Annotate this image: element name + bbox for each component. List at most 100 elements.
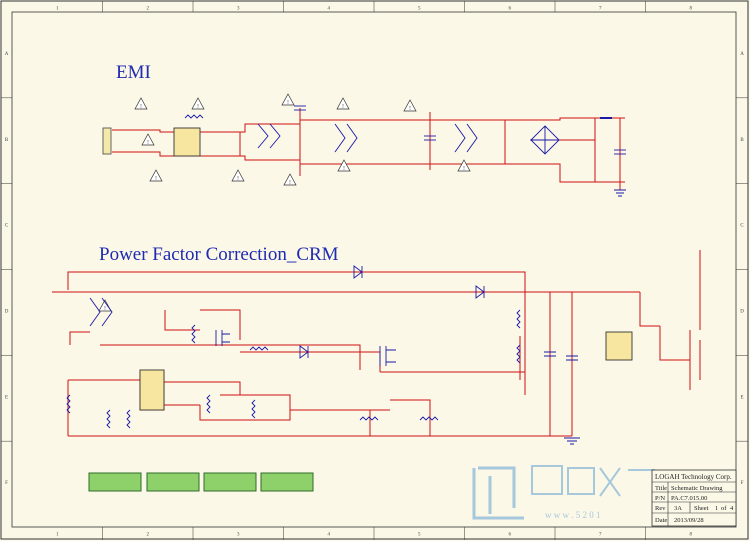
pfc-components [89,265,633,445]
border-row-mark: C [5,224,9,229]
warning-triangle-icon [149,169,163,182]
resistor-icon [359,416,379,421]
warning-triangle-icon [98,299,112,312]
resistor-icon [516,344,521,364]
mid-diode [299,345,309,359]
border-col-mark: 6 [509,7,512,12]
of-label: of [721,505,727,512]
border-row-mark: E [740,395,743,400]
warning-triangle-icon [141,133,155,146]
title-block: LOGAH Technology Corp. Title Schematic D… [651,469,737,527]
status-indicators [88,472,314,492]
resistor-icon [516,309,521,329]
border-row-mark: C [740,224,744,229]
bridge-rectifier [530,125,560,155]
border-row-mark: A [5,52,9,57]
watermark-logo-icon [472,466,524,520]
border-row-mark: F [741,481,744,486]
resistor-icon [206,394,211,414]
pfc-mosfet [379,346,396,366]
date-value: 2013/09/28 [674,517,704,524]
warning-mark: ! [409,106,411,112]
pn-value: PA.C7.015.00 [671,495,707,502]
indicator-block-4 [260,472,314,492]
warning-triangle-icon [337,159,351,172]
warning-triangle-icon [281,93,295,106]
warning-triangle-icon [231,169,245,182]
warning-mark: ! [289,180,291,186]
indicator-block-1 [88,472,142,492]
border-col-mark: 1 [56,7,59,12]
warning-mark: ! [342,104,344,110]
top-diode [353,265,363,279]
emi-section-title: EMI [116,62,151,83]
company-name: LOGAH Technology Corp. [655,473,732,481]
aux-ic [605,331,633,361]
border-row-mark: B [740,138,744,143]
warning-mark: ! [140,104,142,110]
border-col-mark: 7 [599,533,602,538]
resistor-icon [106,409,111,429]
warning-mark: ! [343,166,345,172]
of-value: 4 [730,505,734,512]
title-block-frame [651,469,737,527]
border-row-mark: E [5,395,8,400]
warning-triangle-icon [457,159,471,172]
emi-wiring [112,108,625,190]
border-row-mark: D [740,309,744,314]
title-value: Schematic Drawing [671,485,723,492]
pn-label: P/N [655,495,665,502]
boost-diode [475,285,485,299]
resistor-icon [419,416,439,421]
border-col-mark: 3 [237,7,240,12]
border-col-mark: 5 [418,7,421,12]
pfc-wiring [52,250,701,437]
warning-triangle-icon [191,97,205,110]
pfc-inductor [89,297,113,327]
resistor-icon [126,409,131,429]
indicator-block-3 [203,472,257,492]
rev-label: Rev [655,505,666,512]
bulk-cap-1 [544,351,556,357]
emi-ic-package [173,127,201,157]
warning-mark: ! [104,306,106,312]
indicator-block-2 [146,472,200,492]
pfc-controller-ic [139,369,165,411]
resistor-icon [251,399,256,419]
watermark: w w w . 5 2 0 1 [472,465,655,520]
border-col-mark: 2 [147,533,150,538]
border-row-mark: D [5,309,9,314]
common-mode-choke-1 [257,123,281,149]
warning-triangle-icon [134,97,148,110]
watermark-domain: w w w . 5 2 0 1 [545,510,601,520]
border-row-mark: B [5,138,9,143]
warning-triangle-icon [336,97,350,110]
ac-input-connector [102,127,112,155]
warning-mark: ! [197,104,199,110]
resistor-icon [66,394,71,414]
resistor-icon [191,324,196,344]
emi-components [102,105,626,197]
common-mode-choke-3 [454,123,478,153]
warning-mark: ! [147,140,149,146]
warning-triangle-icon [403,99,417,112]
date-label: Date [655,517,667,524]
border-col-mark: 3 [237,533,240,538]
border-col-mark: 2 [147,7,150,12]
resistor-icon [249,346,269,351]
driver-transistor [215,330,230,346]
pfc-section-title: Power Factor Correction_CRM [99,244,339,265]
border-col-mark: 4 [328,7,331,12]
border-col-mark: 7 [599,7,602,12]
watermark-glyphs-icon [531,465,655,497]
border-col-mark: 1 [56,533,59,538]
title-label: Title [655,485,667,492]
sheet-value: 1 [715,505,718,512]
resistor-icon [184,114,204,119]
border-col-mark: 5 [418,533,421,538]
warning-mark: ! [155,176,157,182]
common-mode-choke-2 [334,123,358,153]
